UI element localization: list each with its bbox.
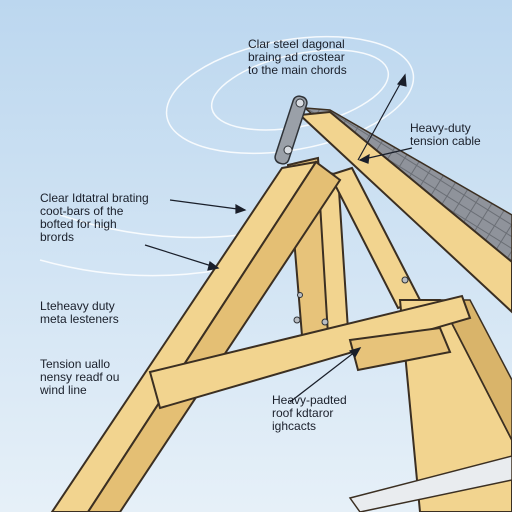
label-wind-line: Tension uallo nensy readf ou wind line	[40, 357, 120, 397]
left-rafter	[50, 160, 319, 512]
label-fasteners: Lteheavy duty meta lesteners	[40, 299, 119, 326]
wind-swirls	[39, 35, 415, 277]
roof-gutter	[348, 455, 512, 512]
label-lateral-bracing: Clear Idtatral brating coot-bars of the …	[40, 191, 149, 244]
bottom-chord	[348, 326, 452, 372]
right-rafter	[297, 110, 512, 314]
label-top-bracing: Clar steel dagonal braing ad crostear to…	[248, 37, 347, 77]
collar-tie	[148, 294, 472, 410]
label-roof-connectors: Heavy-padted roof kdtaror ighcacts	[272, 393, 347, 433]
ridge-connector	[274, 95, 308, 165]
label-tension-cable: Heavy-duty tension cable	[410, 121, 481, 148]
leader-arrows	[144, 73, 413, 403]
bolt-fasteners	[293, 276, 409, 326]
